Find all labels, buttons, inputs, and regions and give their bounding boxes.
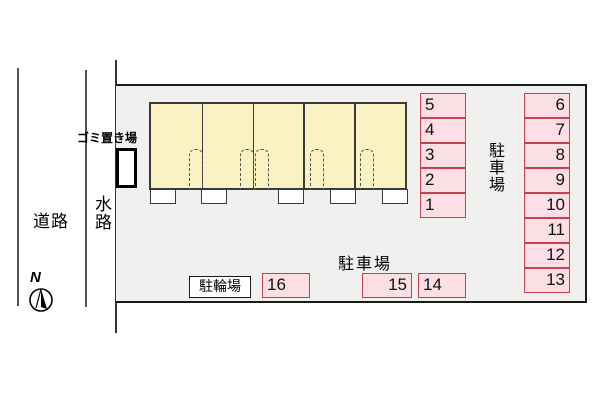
- unit-divider: [303, 104, 305, 188]
- entrance-door-dashed: [310, 149, 324, 190]
- parking-spot-13: 13: [524, 268, 570, 293]
- parking-spot-14: 14: [418, 273, 466, 298]
- parking-spot-1: 1: [420, 193, 466, 218]
- entrance-door-dashed: [240, 149, 254, 190]
- parking-spot-10: 10: [524, 193, 570, 218]
- entrance-door-dashed: [360, 149, 374, 190]
- unit-divider: [201, 104, 204, 188]
- road-label: 道路: [33, 212, 69, 231]
- unit-divider: [252, 104, 255, 188]
- entrance-door-dashed: [255, 149, 269, 190]
- porch-step: [201, 189, 227, 204]
- parking-spot-8: 8: [524, 143, 570, 168]
- garbage-box: [116, 148, 137, 188]
- porch-step: [278, 189, 304, 204]
- entrance-door-dashed: [189, 149, 203, 190]
- parking-spot-7: 7: [524, 118, 570, 143]
- parking-spot-5: 5: [420, 93, 466, 118]
- parking-spot-2: 2: [420, 168, 466, 193]
- parking-spot-6: 6: [524, 93, 570, 118]
- parking-spot-3: 3: [420, 143, 466, 168]
- parking-spot-16: 16: [262, 273, 310, 298]
- road-boundary-line-outer: [17, 68, 19, 306]
- garbage-area-label: ゴミ置き場: [77, 131, 138, 145]
- bicycle-parking-label: 駐輪場: [189, 276, 251, 298]
- compass-icon: [29, 288, 53, 312]
- parking-spot-4: 4: [420, 118, 466, 143]
- parking-lot-label-bottom: 駐車場: [338, 256, 393, 273]
- apartment-building: [149, 102, 407, 190]
- parking-spot-9: 9: [524, 168, 570, 193]
- porch-step: [330, 189, 356, 204]
- porch-step: [382, 189, 408, 204]
- road-boundary-line-inner: [85, 70, 87, 307]
- parking-spot-15: 15: [362, 273, 412, 298]
- unit-divider: [354, 104, 356, 188]
- waterway-label: 水路: [92, 195, 111, 231]
- parking-spot-11: 11: [524, 218, 570, 243]
- porch-step: [150, 189, 176, 204]
- parking-spot-12: 12: [524, 243, 570, 268]
- north-label: N: [30, 269, 41, 286]
- parking-lot-label-right: 駐車場: [486, 142, 503, 193]
